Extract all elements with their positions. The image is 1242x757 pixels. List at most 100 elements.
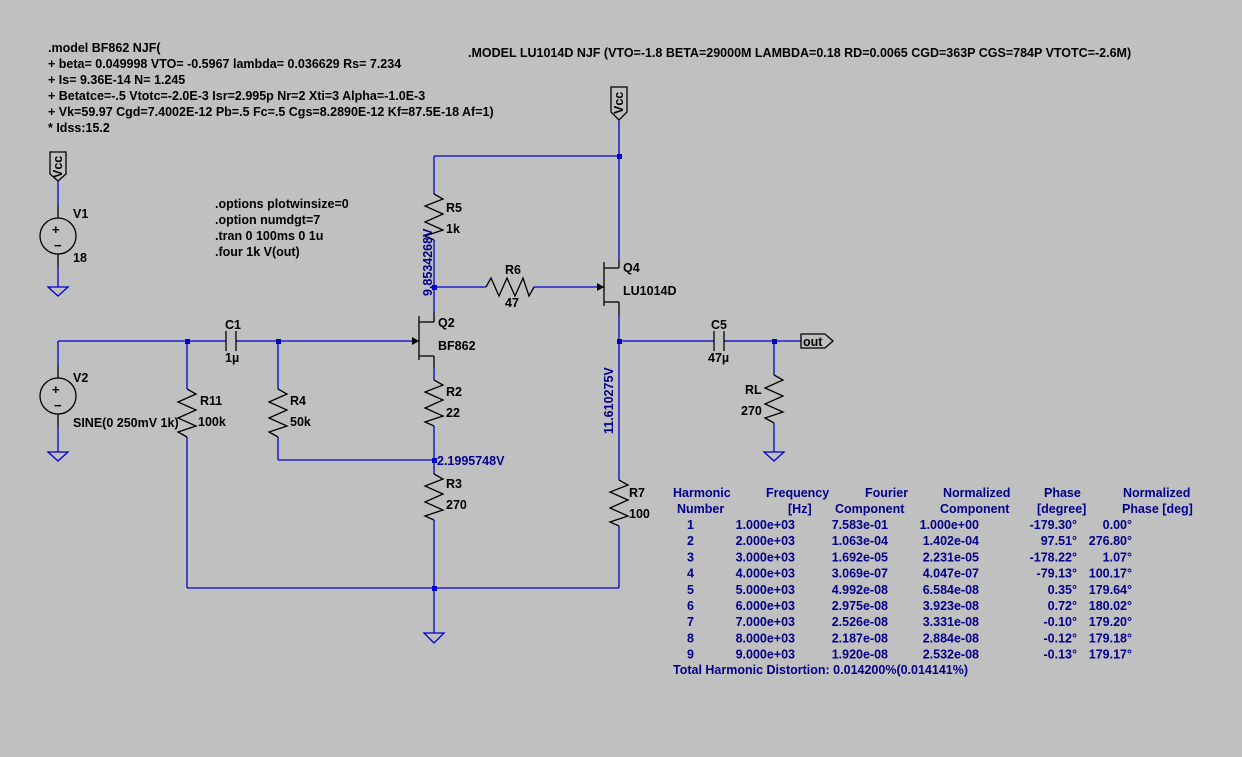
jfet-q2[interactable]: Q2 BF862: [412, 312, 476, 368]
fourier-table[interactable]: Harmonic Frequency Fourier Normalized Ph…: [673, 486, 1193, 677]
vcc-label: Vcc: [612, 92, 626, 114]
svg-text:Fourier: Fourier: [865, 486, 908, 500]
svg-text:[Hz]: [Hz]: [788, 502, 812, 516]
svg-text:Component: Component: [940, 502, 1010, 516]
fourier-cell: 7: [687, 615, 694, 629]
lu1014d-model-directive[interactable]: .MODEL LU1014D NJF (VTO=-1.8 BETA=29000M…: [468, 46, 1131, 60]
resistor-r6[interactable]: R6 47: [485, 263, 535, 310]
fourier-cell: 179.64°: [1089, 583, 1132, 597]
sim-line-3: .tran 0 100ms 0 1u: [215, 229, 323, 243]
fourier-cell: 179.18°: [1089, 631, 1132, 645]
jfet-q4[interactable]: Q4 LU1014D: [597, 260, 677, 316]
fourier-cell: 1.920e-08: [832, 648, 888, 662]
model-line-4: + Betatce=-.5 Vtotc=-2.0E-3 Isr=2.995p N…: [48, 89, 425, 103]
voltage-q2-source: 2.1995748V: [437, 454, 505, 468]
ground-v1: [46, 286, 70, 297]
c1-name: C1: [225, 318, 241, 332]
resistor-r11[interactable]: R11 100k: [176, 388, 226, 438]
fourier-cell: 6.584e-08: [923, 583, 979, 597]
c5-value: 47µ: [708, 351, 729, 365]
q2-name: Q2: [438, 316, 455, 330]
v1-value: 18: [73, 251, 87, 265]
fourier-cell: 2: [687, 534, 694, 548]
resistor-r7[interactable]: R7 100: [608, 479, 650, 527]
sim-line-2: .option numdgt=7: [215, 213, 320, 227]
q4-name: Q4: [623, 261, 640, 275]
fourier-cell: 7.000e+03: [736, 615, 795, 629]
c5-name: C5: [711, 318, 727, 332]
resistor-r5[interactable]: R5 1k: [423, 193, 462, 241]
wires: [57, 120, 801, 633]
fourier-cell: 97.51°: [1041, 534, 1077, 548]
fourier-cell: 276.80°: [1089, 534, 1132, 548]
fourier-cell: 179.20°: [1089, 615, 1132, 629]
fourier-cell: 1.07°: [1103, 550, 1132, 564]
r11-name: R11: [200, 394, 222, 408]
vcc-flag-q4[interactable]: Vcc: [610, 86, 628, 121]
resistor-rl[interactable]: RL 270: [741, 374, 785, 424]
fourier-cell: -0.12°: [1044, 631, 1078, 645]
vcc-label: Vcc: [51, 156, 65, 178]
out-net-flag[interactable]: out: [800, 333, 834, 349]
r4-name: R4: [290, 394, 306, 408]
fourier-cell: 8: [687, 631, 694, 645]
fourier-cell: 1.000e+00: [920, 518, 979, 532]
voltage-source-v1[interactable]: + − V1 18: [39, 205, 88, 267]
q4-value: LU1014D: [623, 284, 677, 298]
fourier-cell: 4: [687, 567, 694, 581]
bf862-model-directive[interactable]: .model BF862 NJF( + beta= 0.049998 VTO= …: [48, 41, 494, 135]
fourier-cell: 4.992e-08: [832, 583, 888, 597]
r2-value: 22: [446, 406, 460, 420]
rl-name: RL: [745, 383, 762, 397]
minus-sign: −: [54, 398, 62, 413]
voltage-source-v2[interactable]: + − V2 SINE(0 250mV 1k): [39, 365, 179, 430]
fourier-cell: 1.000e+03: [736, 518, 795, 532]
svg-text:Normalized: Normalized: [943, 486, 1010, 500]
total-harmonic-distortion: Total Harmonic Distortion: 0.014200%(0.0…: [673, 663, 968, 677]
r5-name: R5: [446, 201, 462, 215]
model-line-1: .model BF862 NJF(: [48, 41, 161, 55]
resistor-r3[interactable]: R3 270: [423, 473, 467, 521]
svg-text:Phase: Phase: [1044, 486, 1081, 500]
fourier-cell: 4.047e-07: [923, 567, 979, 581]
c1-value: 1µ: [225, 351, 239, 365]
ground-symbols: [46, 286, 786, 644]
fourier-cell: 2.975e-08: [832, 599, 888, 613]
junction-dots: [185, 154, 777, 591]
simulation-directives[interactable]: .options plotwinsize=0 .option numdgt=7 …: [215, 197, 349, 259]
sim-line-1: .options plotwinsize=0: [215, 197, 349, 211]
voltage-q2-drain: 9.8534268V: [421, 228, 435, 296]
resistor-r4[interactable]: R4 50k: [267, 388, 311, 438]
fourier-cell: 180.02°: [1089, 599, 1132, 613]
r6-value: 47: [505, 296, 519, 310]
v2-name: V2: [73, 371, 88, 385]
fourier-cell: 0.00°: [1103, 518, 1132, 532]
r7-value: 100: [629, 507, 650, 521]
capacitor-c5[interactable]: C5 47µ: [708, 318, 729, 365]
vcc-flag-v1[interactable]: Vcc: [49, 151, 67, 182]
fourier-cell: 2.231e-05: [923, 550, 979, 564]
fourier-cell: 1.063e-04: [832, 534, 888, 548]
fourier-cell: -0.10°: [1044, 615, 1078, 629]
svg-text:Phase [deg]: Phase [deg]: [1122, 502, 1193, 516]
svg-text:Frequency: Frequency: [766, 486, 829, 500]
model-line-3: + Is= 9.36E-14 N= 1.245: [48, 73, 185, 87]
fourier-cell: 2.187e-08: [832, 631, 888, 645]
fourier-cell: 1: [687, 518, 694, 532]
capacitor-c1[interactable]: C1 1µ: [225, 318, 241, 365]
r5-value: 1k: [446, 222, 460, 236]
r4-value: 50k: [290, 415, 311, 429]
fourier-cell: 2.000e+03: [736, 534, 795, 548]
fourier-cell: 3.000e+03: [736, 550, 795, 564]
fourier-header-row-2: Number [Hz] Component Component [degree]…: [677, 502, 1193, 516]
fourier-cell: 6.000e+03: [736, 599, 795, 613]
r2-name: R2: [446, 385, 462, 399]
fourier-cell: 1.692e-05: [832, 550, 888, 564]
resistor-r2[interactable]: R2 22: [423, 379, 462, 427]
ground-rl: [762, 451, 786, 462]
r11-value: 100k: [198, 415, 226, 429]
r7-name: R7: [629, 486, 645, 500]
fourier-cell: 5: [687, 583, 694, 597]
